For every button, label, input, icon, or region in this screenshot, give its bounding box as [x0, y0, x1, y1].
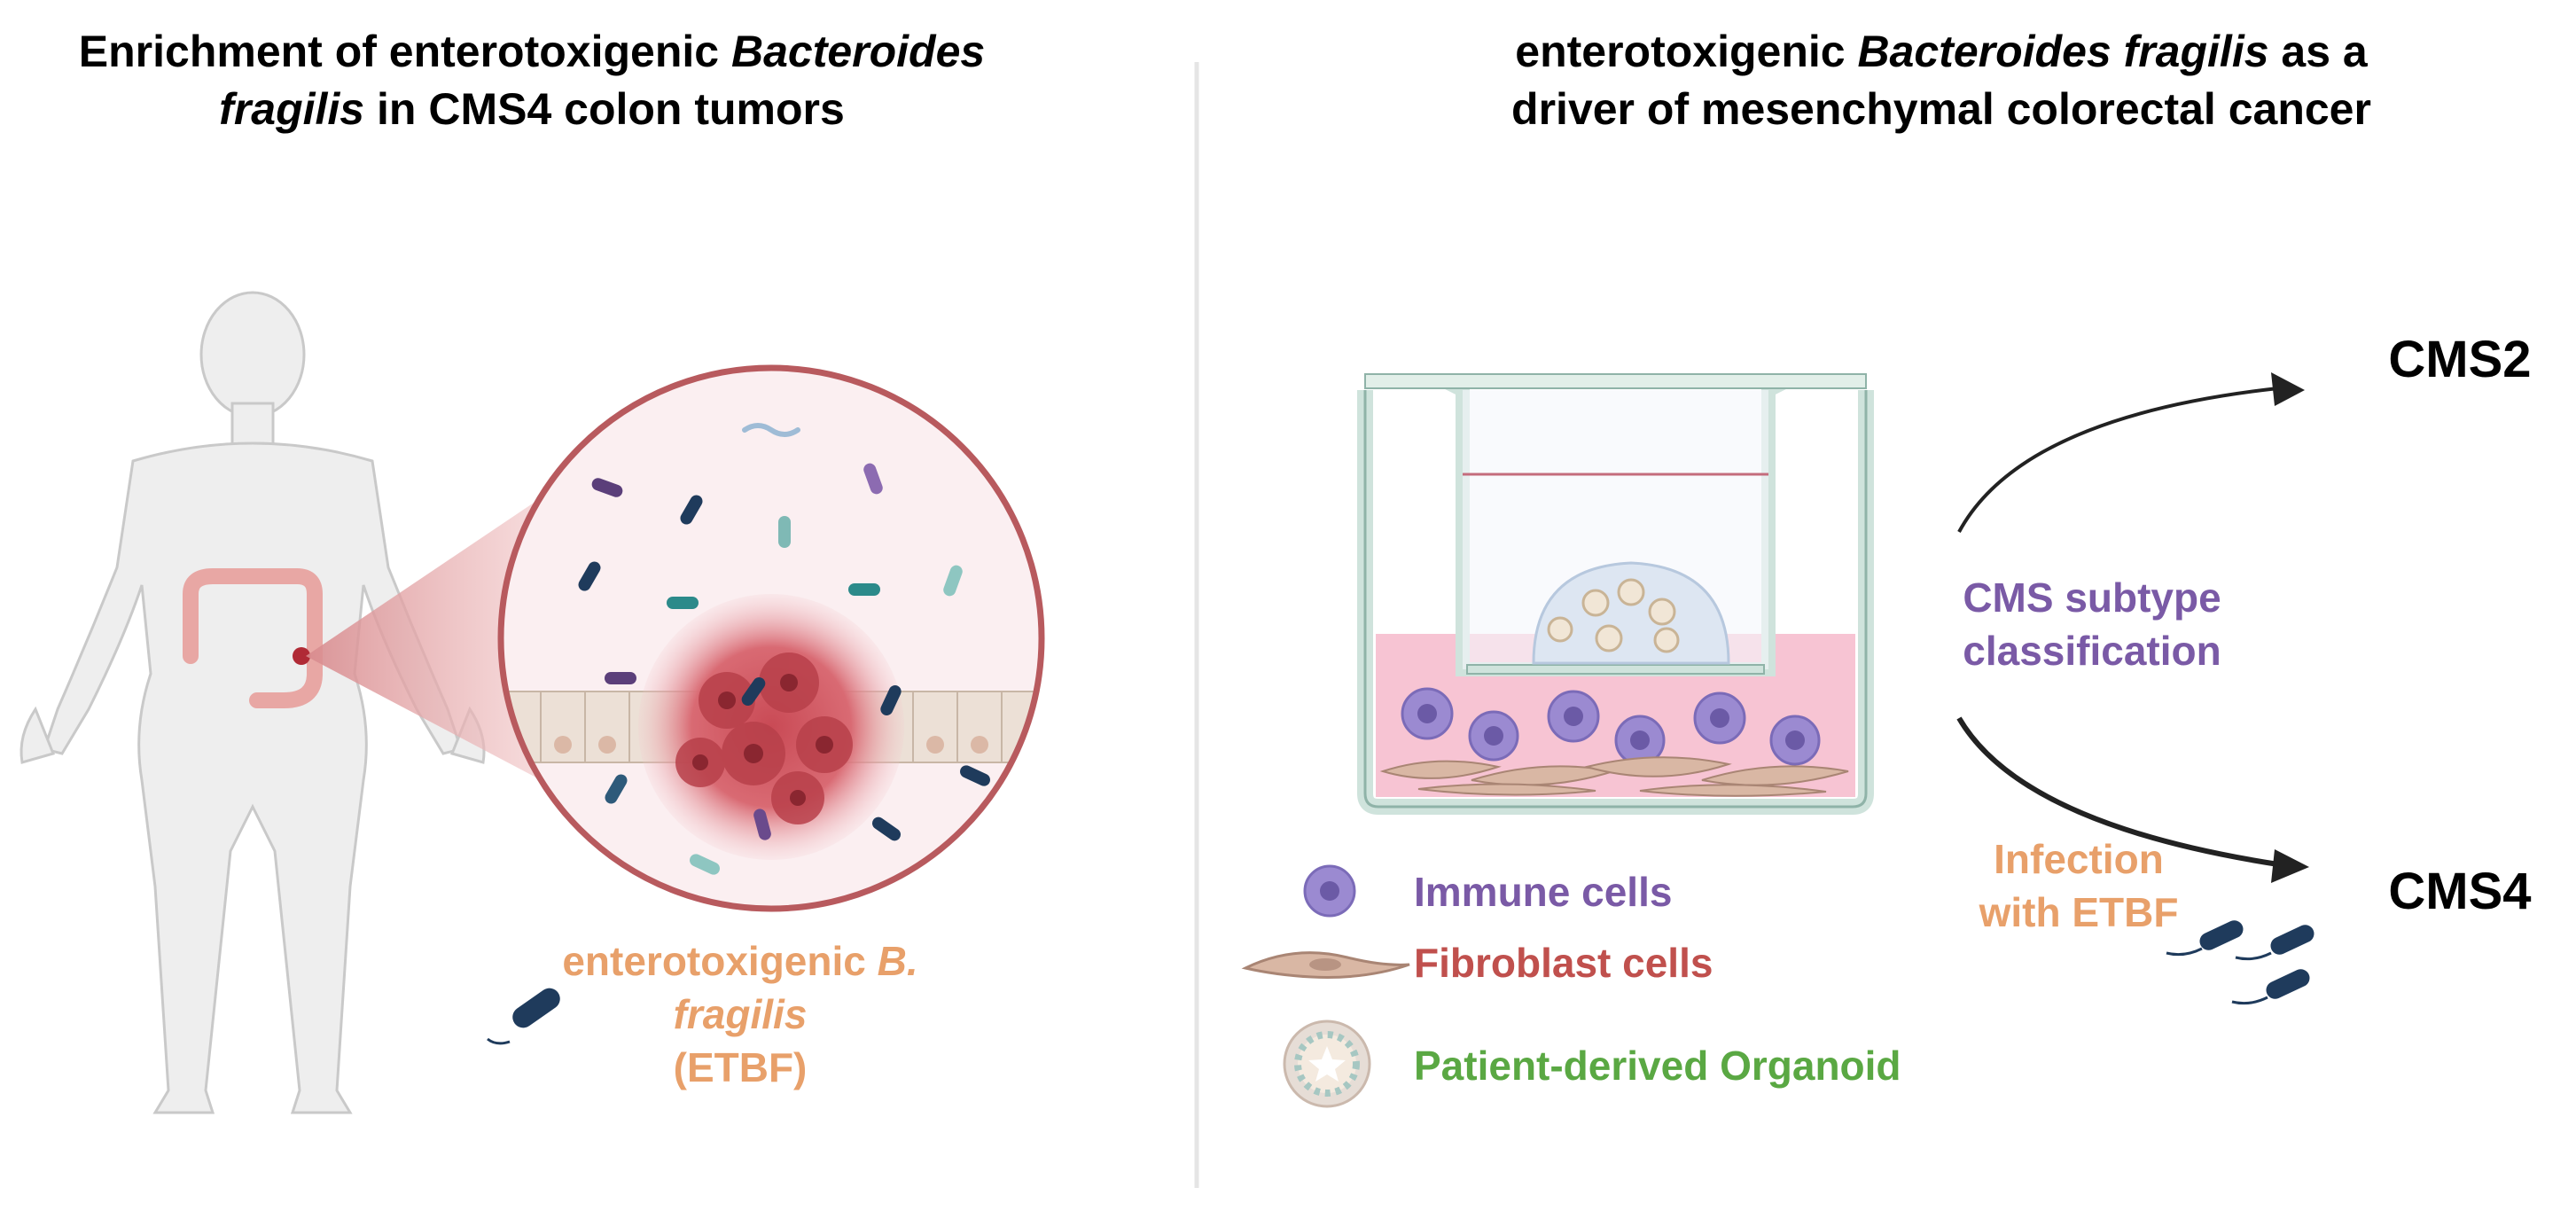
- legend-label-organoid: Patient-derived Organoid: [1414, 1043, 1901, 1089]
- magnification-beam: [306, 492, 550, 785]
- bacterium-icon: [2270, 925, 2314, 955]
- bacteria-cluster: [575, 423, 993, 877]
- right-panel: enterotoxigenic Bacteroides fragilis as …: [1241, 27, 2532, 1108]
- outcome-cms4: CMS4: [2388, 863, 2531, 920]
- legend-item-immune-cells: Immune cells: [1303, 864, 1672, 918]
- etbf-bacterium-icon: [487, 988, 560, 1045]
- arrow-head-cms4: [2271, 849, 2309, 883]
- transwell-culture-well: [1357, 373, 1874, 815]
- left-panel: Enrichment of enterotoxigenic Bacteroide…: [20, 27, 1045, 1114]
- organoid-dome: [1532, 561, 1730, 665]
- infection-label-line2: with ETBF: [1979, 889, 2179, 935]
- classification-label-line2: classification: [1963, 628, 2221, 674]
- right-title-line2: driver of mesenchymal colorectal cancer: [1511, 84, 2371, 134]
- infection-label-line1: Infection: [1994, 836, 2164, 882]
- etbf-label-line2: fragilis: [674, 991, 808, 1037]
- bacterium-icon: [667, 597, 699, 609]
- outcome-cms2: CMS2: [2388, 331, 2531, 388]
- bacterium-icon: [2266, 969, 2310, 999]
- arrow-to-cms4: [1956, 716, 2279, 867]
- tumor-zoom-circle: [497, 364, 1045, 912]
- left-title-line2: fragilis in CMS4 colon tumors: [219, 84, 845, 134]
- tumor-marker: [293, 647, 310, 665]
- human-body-illustration: [20, 291, 486, 1114]
- fibroblast-cell-icon: [1241, 951, 1410, 979]
- etbf-bacteria-group: [2166, 920, 2314, 1005]
- legend-item-fibroblast-cells: Fibroblast cells: [1241, 940, 1713, 986]
- colon-illustration: [183, 568, 323, 708]
- legend-label-fibroblast-cells: Fibroblast cells: [1414, 940, 1713, 986]
- fibroblast-layer: [1379, 756, 1849, 797]
- organoid-icon: [1283, 1020, 1371, 1108]
- bacterium-icon: [848, 583, 880, 596]
- tumor-mass: [638, 594, 904, 860]
- classification-label-line1: CMS subtype: [1963, 574, 2221, 621]
- legend-label-immune-cells: Immune cells: [1414, 869, 1672, 915]
- immune-cells-layer: [1401, 687, 1821, 766]
- arrow-head-cms2: [2271, 372, 2305, 406]
- etbf-label-line1: enterotoxigenic B.: [562, 938, 917, 984]
- legend-item-organoid: Patient-derived Organoid: [1283, 1020, 1901, 1108]
- bacterium-icon: [605, 672, 636, 684]
- bacterium-icon: [2199, 920, 2244, 950]
- immune-cell-icon: [1303, 864, 1356, 918]
- arrow-to-cms2: [1957, 387, 2279, 533]
- legend: Immune cells Fibroblast cells Patient-de…: [1241, 864, 1901, 1108]
- left-title-line1: Enrichment of enterotoxigenic Bacteroide…: [79, 27, 985, 76]
- bacterium-icon: [778, 516, 791, 548]
- etbf-label-line3: (ETBF): [674, 1044, 808, 1090]
- right-title-line1: enterotoxigenic Bacteroides fragilis as …: [1515, 27, 2369, 76]
